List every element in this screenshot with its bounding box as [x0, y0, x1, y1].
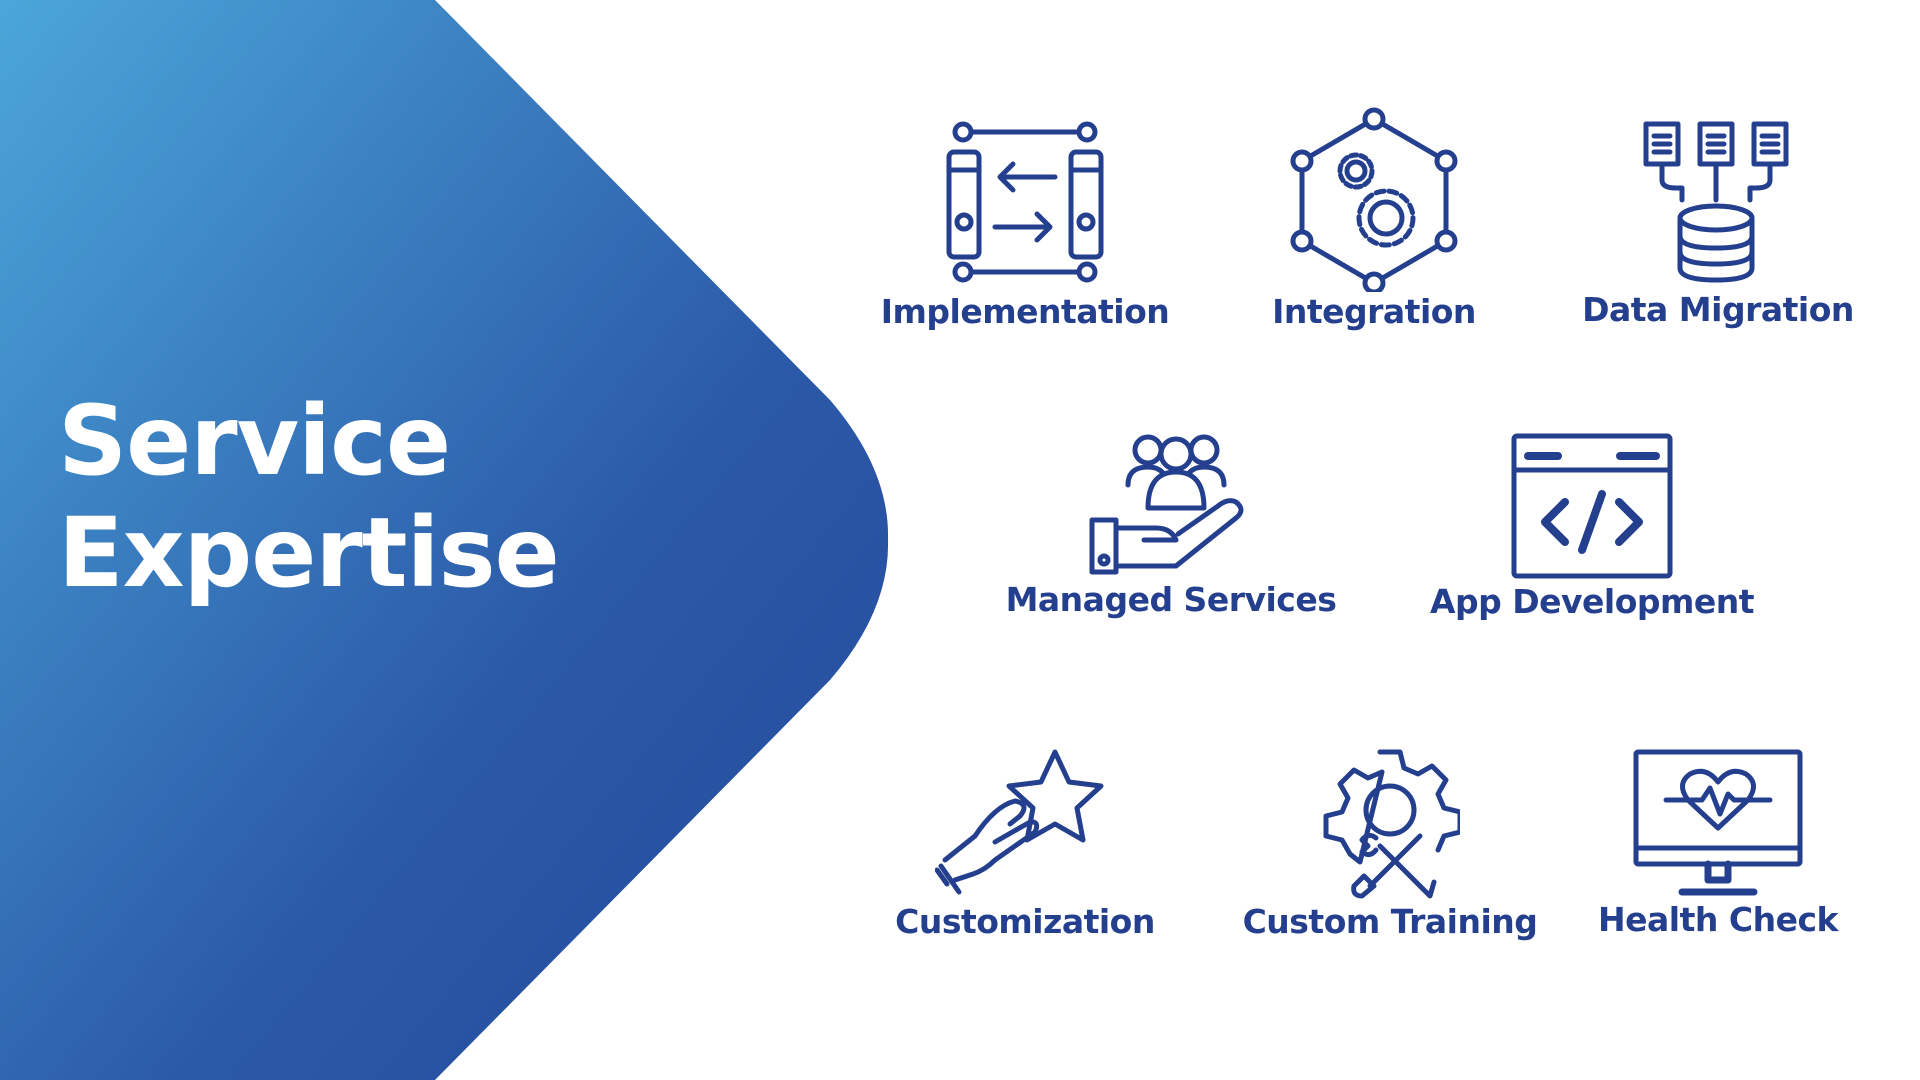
title-line-2: Expertise [58, 497, 560, 609]
service-health-check: Health Check [1538, 748, 1898, 939]
service-integration: Integration [1194, 106, 1554, 331]
service-custom-training: Custom Training [1210, 746, 1570, 941]
service-implementation: Implementation [845, 112, 1205, 331]
service-label: App Development [1429, 582, 1755, 621]
service-label: Implementation [880, 292, 1170, 331]
hand-holding-people-icon [1089, 434, 1244, 575]
service-app-development: App Development [1412, 432, 1772, 621]
gear-tools-icon [1323, 749, 1460, 899]
service-label: Integration [1272, 292, 1476, 331]
documents-to-database-icon [1643, 121, 1789, 283]
service-label: Managed Services [1005, 580, 1337, 619]
page-title: Service Expertise [58, 385, 560, 609]
service-label: Custom Training [1242, 902, 1538, 941]
network-gears-icon [1290, 107, 1458, 292]
code-window-icon [1511, 433, 1673, 579]
hand-star-icon [935, 749, 1104, 895]
service-label: Health Check [1598, 900, 1838, 939]
service-customization: Customization [845, 746, 1205, 941]
service-label: Data Migration [1582, 290, 1854, 329]
service-managed-services: Managed Services [991, 430, 1351, 619]
servers-exchange-icon [946, 121, 1104, 283]
service-data-migration: Data Migration [1538, 118, 1898, 329]
monitor-heartbeat-icon [1633, 749, 1803, 896]
title-line-1: Service [58, 385, 451, 497]
service-label: Customization [895, 902, 1155, 941]
